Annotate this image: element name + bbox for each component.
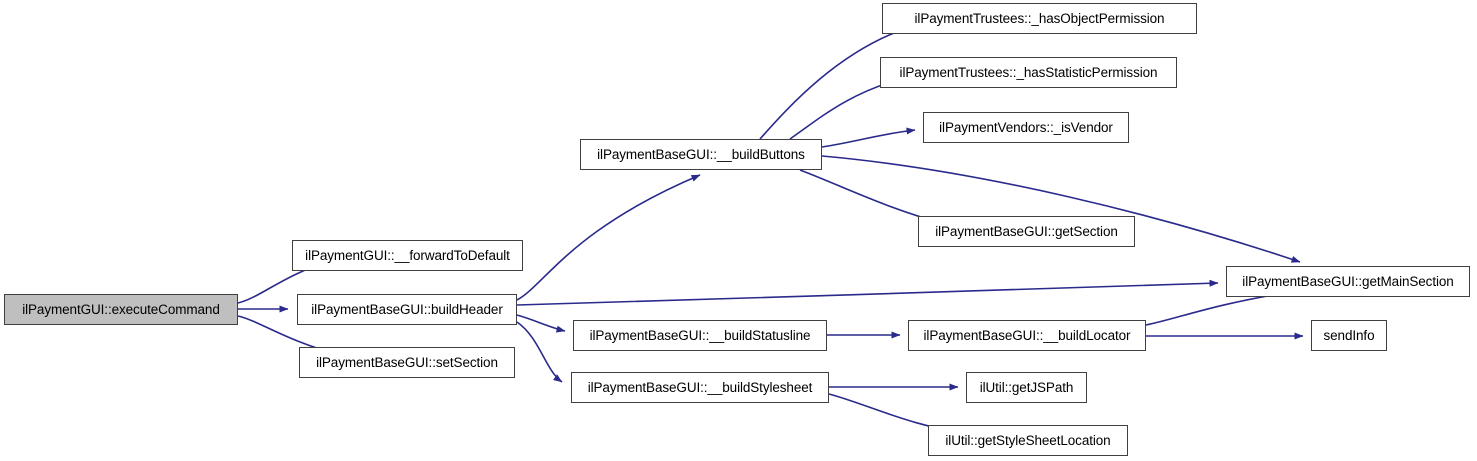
- graph-node-label-hasObjectPermission: ilPaymentTrustees::_hasObjectPermission: [914, 10, 1165, 26]
- graph-node-executeCommand[interactable]: ilPaymentGUI::executeCommand: [4, 294, 238, 325]
- graph-node-label-executeCommand: ilPaymentGUI::executeCommand: [22, 301, 220, 317]
- graph-node-getMainSection[interactable]: ilPaymentBaseGUI::getMainSection: [1226, 266, 1470, 297]
- call-edge-buildHeader-to-buildButtons: [516, 174, 701, 301]
- graph-node-hasStatisticPermission[interactable]: ilPaymentTrustees::_hasStatisticPermissi…: [880, 57, 1177, 88]
- call-edge-buildHeader-to-buildStylesheet: [516, 321, 563, 383]
- graph-node-label-getSection: ilPaymentBaseGUI::getSection: [935, 223, 1118, 239]
- call-edge-buildHeader-to-buildStatusline: [516, 314, 566, 333]
- graph-node-sendInfo[interactable]: sendInfo: [1311, 320, 1387, 351]
- graph-node-label-getStyleSheetLocation: ilUtil::getStyleSheetLocation: [945, 432, 1111, 448]
- graph-node-label-setSection: ilPaymentBaseGUI::setSection: [316, 354, 498, 370]
- graph-node-label-sendInfo: sendInfo: [1323, 327, 1375, 343]
- graph-node-setSection[interactable]: ilPaymentBaseGUI::setSection: [299, 347, 515, 378]
- graph-node-label-buildStylesheet: ilPaymentBaseGUI::__buildStylesheet: [587, 379, 813, 395]
- graph-node-label-hasStatisticPermission: ilPaymentTrustees::_hasStatisticPermissi…: [899, 64, 1158, 80]
- graph-node-label-buildHeader: ilPaymentBaseGUI::buildHeader: [311, 301, 503, 317]
- graph-node-label-forwardToDefault: ilPaymentGUI::__forwardToDefault: [305, 247, 510, 263]
- graph-node-getSection[interactable]: ilPaymentBaseGUI::getSection: [918, 216, 1135, 247]
- graph-node-label-buildLocator: ilPaymentBaseGUI::__buildLocator: [923, 327, 1131, 343]
- graph-node-forwardToDefault[interactable]: ilPaymentGUI::__forwardToDefault: [292, 240, 523, 271]
- graph-node-getJSPath[interactable]: ilUtil::getJSPath: [966, 372, 1087, 403]
- call-edge-buildButtons-to-isVendor: [821, 127, 916, 148]
- graph-node-isVendor[interactable]: ilPaymentVendors::_isVendor: [923, 112, 1129, 143]
- graph-node-buildLocator[interactable]: ilPaymentBaseGUI::__buildLocator: [908, 320, 1146, 351]
- graph-node-getStyleSheetLocation[interactable]: ilUtil::getStyleSheetLocation: [928, 425, 1128, 456]
- graph-node-label-buildButtons: ilPaymentBaseGUI::__buildButtons: [597, 146, 805, 162]
- graph-node-label-buildStatusline: ilPaymentBaseGUI::__buildStatusline: [589, 327, 811, 343]
- call-edge-buildHeader-to-getMainSection: [516, 279, 1219, 306]
- graph-node-buildStatusline[interactable]: ilPaymentBaseGUI::__buildStatusline: [573, 320, 827, 351]
- graph-node-label-isVendor: ilPaymentVendors::_isVendor: [939, 119, 1113, 135]
- graph-node-buildStylesheet[interactable]: ilPaymentBaseGUI::__buildStylesheet: [571, 372, 829, 403]
- graph-node-label-getMainSection: ilPaymentBaseGUI::getMainSection: [1242, 273, 1454, 289]
- graph-node-hasObjectPermission[interactable]: ilPaymentTrustees::_hasObjectPermission: [882, 3, 1197, 34]
- graph-node-buildHeader[interactable]: ilPaymentBaseGUI::buildHeader: [297, 294, 517, 325]
- graph-node-label-getJSPath: ilUtil::getJSPath: [979, 379, 1074, 395]
- graph-node-buildButtons[interactable]: ilPaymentBaseGUI::__buildButtons: [580, 139, 822, 170]
